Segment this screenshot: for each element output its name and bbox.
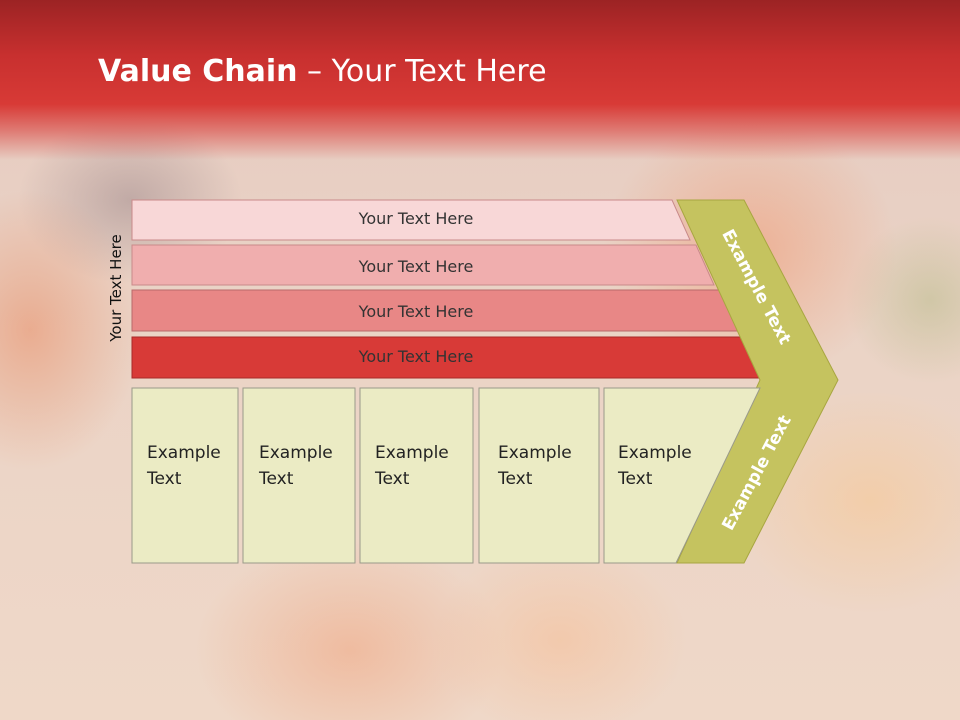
title-bar — [0, 0, 960, 160]
box-2-line2: Text — [258, 469, 294, 489]
box-5-line1: Example — [618, 443, 692, 463]
row-1-shape — [131, 199, 691, 241]
side-label: Your Text Here — [107, 234, 125, 342]
box-3-line1: Example — [375, 443, 449, 463]
row-1-label: Your Text Here — [358, 209, 474, 228]
box-4-line1: Example — [498, 443, 572, 463]
reflection-box-1-line1: Example — [147, 663, 221, 683]
box-2-line1: Example — [259, 443, 333, 463]
row-3-label: Your Text Here — [358, 302, 474, 321]
row-2-label: Your Text Here — [358, 257, 474, 276]
reflection: Example Text Example Text Example Text E… — [131, 562, 826, 720]
reflection-box-3-line2: Text — [374, 637, 410, 657]
reflection-box-2-line1: Example — [259, 663, 333, 683]
reflection-box-1-line2: Text — [146, 637, 182, 657]
reflection-box-4-line2: Text — [497, 637, 533, 657]
box-3 — [359, 387, 474, 564]
box-5-line2: Text — [617, 469, 653, 489]
box-1 — [131, 387, 239, 564]
reflection-box-3-line1: Example — [375, 663, 449, 683]
reflection-box-4-line1: Example — [498, 663, 572, 683]
box-2 — [242, 387, 356, 564]
box-1-line1: Example — [147, 443, 221, 463]
box-3-line2: Text — [374, 469, 410, 489]
reflection-box-2-line2: Text — [258, 637, 294, 657]
title-rest: – Your Text Here — [297, 54, 547, 89]
box-4 — [478, 387, 600, 564]
row-4-label: Your Text Here — [358, 347, 474, 366]
box-4-line2: Text — [497, 469, 533, 489]
box-1-line2: Text — [146, 469, 182, 489]
slide-title: Value Chain – Your Text Here — [98, 54, 547, 89]
title-bold: Value Chain — [98, 54, 298, 89]
row-2-shape — [131, 244, 715, 286]
reflection-box-5-line2: Text — [617, 637, 653, 657]
reflection-box-5-line1: Example — [618, 663, 692, 683]
